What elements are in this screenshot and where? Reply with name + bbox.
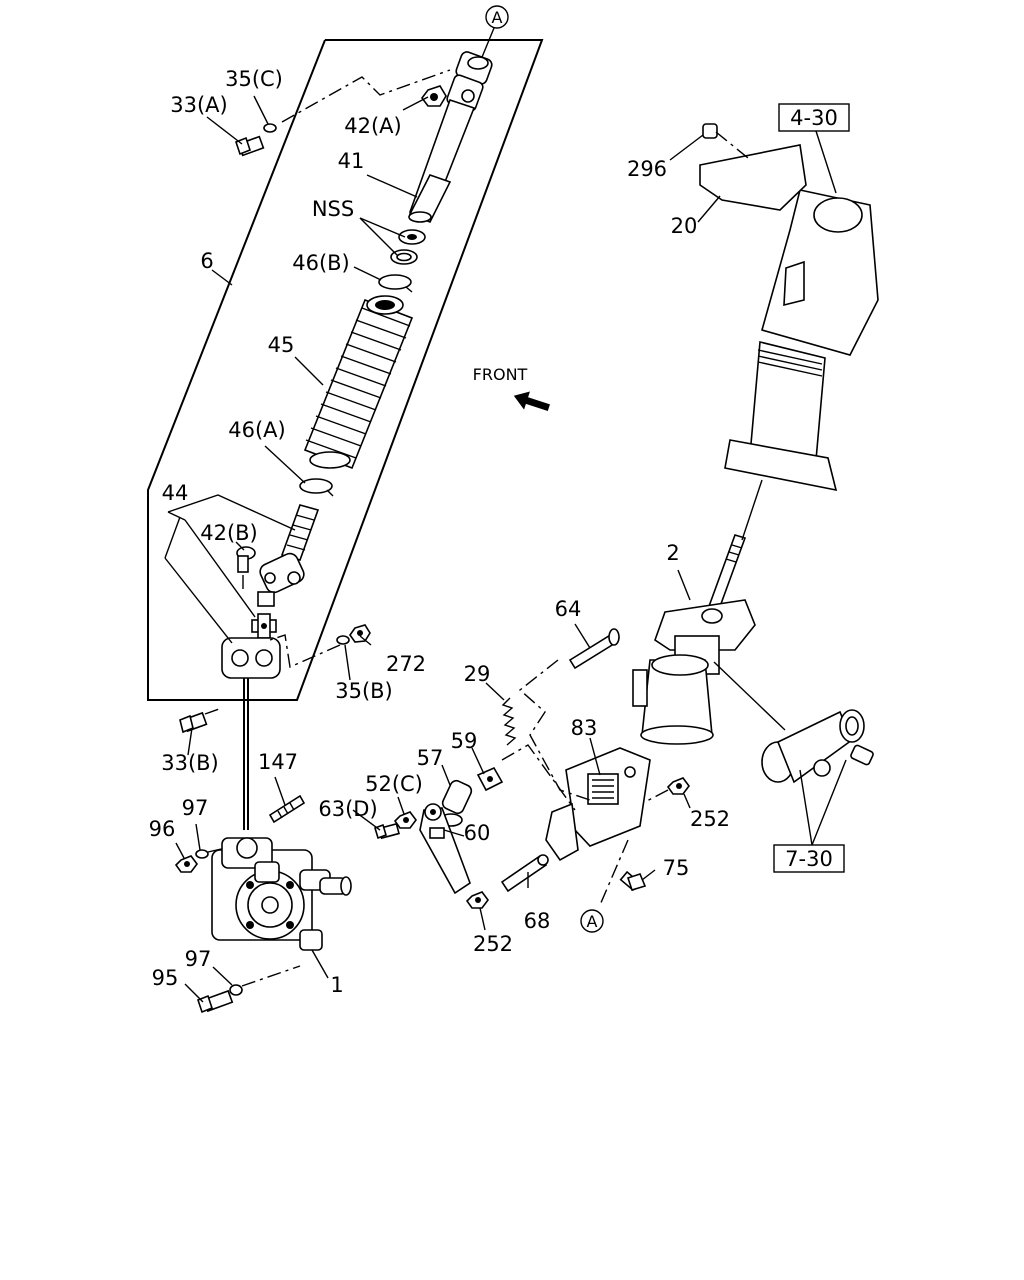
steering-gearbox-1 (211, 837, 352, 951)
label-296: 296 (627, 157, 667, 181)
washer-35b (336, 635, 350, 645)
boot-45 (303, 295, 414, 470)
ref-a-top-label: A (492, 8, 503, 27)
label-33b: 33(B) (161, 751, 219, 775)
label-29: 29 (464, 662, 491, 686)
label-252-right: 252 (690, 807, 730, 831)
nut-42a (421, 85, 447, 107)
label-1: 1 (330, 973, 343, 997)
label-33a: 33(A) (170, 93, 227, 117)
bolt-63d (374, 822, 400, 840)
label-52c: 52(C) (365, 772, 423, 796)
shaft-41 (408, 98, 476, 224)
label-68: 68 (524, 909, 551, 933)
nss-bearing (390, 229, 426, 265)
box-4-30: 4-30 (778, 103, 850, 194)
label-97-lower: 97 (185, 947, 212, 971)
bolt-95 (197, 989, 234, 1014)
column-cover-4-30 (724, 189, 879, 492)
label-42b: 42(B) (200, 521, 258, 545)
clip-296 (702, 123, 749, 159)
ref-a-top: A (479, 5, 509, 63)
box-4-30-label: 4-30 (790, 106, 838, 130)
bolt-42b (236, 546, 256, 590)
label-46b: 46(B) (292, 251, 350, 275)
upper-universal-joint (446, 51, 493, 112)
assembly-6-frame (147, 39, 544, 701)
label-44: 44 (162, 481, 189, 505)
bolt-64 (568, 628, 620, 670)
ref-a-bottom: A (580, 909, 604, 933)
label-96: 96 (149, 817, 176, 841)
label-41: 41 (338, 149, 365, 173)
label-64: 64 (555, 597, 582, 621)
label-57: 57 (417, 746, 444, 770)
steering-column-2 (632, 534, 756, 745)
stud-147 (268, 794, 306, 824)
nut-52c (393, 811, 417, 829)
ref-a-bottom-label: A (587, 912, 598, 931)
nut-96 (174, 855, 198, 873)
label-272: 272 (386, 652, 426, 676)
washer-97-upper (195, 849, 209, 859)
universal-joint-7-30 (761, 709, 874, 784)
nut-252-lower (465, 891, 489, 909)
bolt-33b (179, 707, 223, 734)
washer-97-lower (229, 984, 243, 996)
box-7-30-label: 7-30 (785, 847, 833, 871)
label-59: 59 (451, 729, 478, 753)
lower-yoke-44 (257, 504, 320, 607)
box-7-30: 7-30 (773, 759, 847, 873)
label-35b: 35(B) (335, 679, 393, 703)
cover-piece-20 (699, 144, 807, 211)
label-252-lower: 252 (473, 932, 513, 956)
label-45: 45 (268, 333, 295, 357)
bracket-83 (545, 747, 651, 862)
label-95: 95 (152, 966, 179, 990)
bolt-33a (235, 135, 265, 157)
washer-35c (263, 123, 277, 133)
clamp-46a (299, 478, 334, 497)
label-20: 20 (671, 214, 698, 238)
label-75: 75 (663, 856, 690, 880)
spring-29 (501, 697, 517, 746)
bolt-75 (619, 870, 647, 892)
label-nss: NSS (312, 197, 354, 221)
label-147: 147 (258, 750, 298, 774)
nut-272 (349, 624, 371, 643)
label-46a: 46(A) (228, 418, 285, 442)
gear-yoke (221, 637, 281, 830)
label-35c: 35(C) (225, 67, 283, 91)
label-97-upper: 97 (182, 796, 209, 820)
pin-68 (500, 854, 549, 893)
label-63d: 63(D) (318, 797, 377, 821)
label-83: 83 (571, 716, 598, 740)
front-arrow (513, 391, 550, 411)
lever-60 (419, 803, 471, 895)
leader-lines (164, 95, 721, 1003)
label-front: FRONT (473, 365, 528, 384)
clamp-46b (378, 274, 413, 293)
label-60: 60 (464, 821, 491, 845)
label-6: 6 (200, 249, 213, 273)
label-42a: 42(A) (344, 114, 401, 138)
plate-59 (476, 766, 504, 792)
label-2: 2 (666, 541, 679, 565)
nut-252-right (666, 777, 690, 795)
cross-spider (251, 613, 277, 639)
